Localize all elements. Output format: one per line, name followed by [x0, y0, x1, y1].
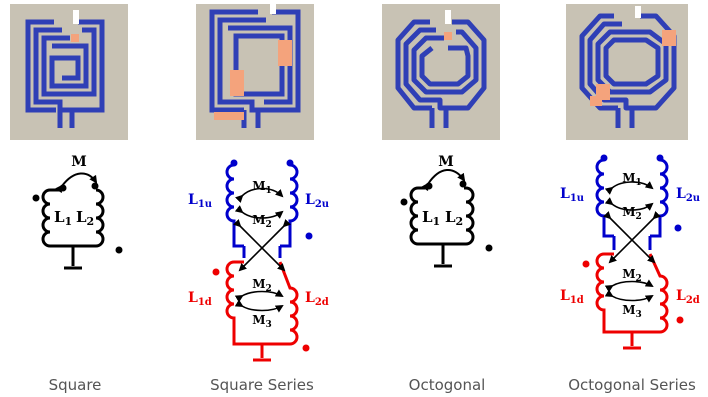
- dot-marker: [91, 182, 99, 190]
- octogonal-coil: [409, 186, 475, 246]
- octogonal-circuit: [409, 169, 475, 268]
- mutual-label: M: [71, 154, 87, 170]
- square-series-circuit: [225, 163, 299, 362]
- panel-square: M L1 L2 Square: [10, 4, 128, 394]
- label-m2-upper: M2: [252, 213, 272, 230]
- coil-lower-red: [225, 260, 299, 346]
- inductor-label-l1: L1: [422, 208, 440, 228]
- dot-marker: [59, 184, 67, 192]
- caption-square-series: Square Series: [210, 376, 314, 394]
- dot-marker: [425, 182, 433, 190]
- label-l1u: L1u: [188, 192, 212, 210]
- square-inductor-photo: [10, 4, 128, 140]
- label-m3: M3: [622, 303, 642, 320]
- dot-marker: [302, 344, 310, 352]
- square-series-inductor-photo: [196, 4, 314, 140]
- label-l1d: L1d: [560, 288, 584, 306]
- square-coil: [41, 188, 105, 248]
- octogonal-inductor-photo: [382, 4, 500, 140]
- label-m2-lower: M2: [622, 267, 642, 284]
- mutual-label: M: [438, 154, 454, 170]
- dot-marker: [485, 244, 493, 252]
- label-m3: M3: [252, 313, 272, 330]
- caption-octogonal-series: Octogonal Series: [568, 376, 696, 394]
- dot-marker: [230, 159, 238, 167]
- label-l1u: L1u: [560, 186, 584, 204]
- octogonal-series-inductor-photo: [566, 4, 688, 140]
- dot-marker: [115, 246, 123, 254]
- caption-square: Square: [49, 376, 102, 394]
- panel-octogonal: M L1 L2 Octogonal: [382, 4, 500, 394]
- dot-marker: [582, 260, 590, 268]
- inductor-label-l2: L2: [76, 208, 94, 228]
- caption-octogonal: Octogonal: [409, 376, 486, 394]
- octogonal-series-circuit: [595, 158, 669, 350]
- dot-marker: [459, 180, 467, 188]
- inductor-label-l1: L1: [54, 208, 72, 228]
- label-l1d: L1d: [188, 290, 212, 308]
- square-circuit: [41, 172, 105, 270]
- label-m2-upper: M2: [622, 205, 642, 222]
- panel-octogonal-series: L1u L2u L1d L2d M1 M2 M2 M3 Octogonal Se…: [560, 4, 700, 394]
- label-l2d: L2d: [305, 290, 329, 308]
- dot-marker: [286, 159, 294, 167]
- dot-marker: [676, 316, 684, 324]
- label-m1: M1: [622, 171, 642, 188]
- dot-marker: [400, 198, 408, 206]
- label-m2-lower: M2: [252, 277, 272, 294]
- coil-lower-red: [595, 252, 669, 334]
- label-l2d: L2d: [676, 288, 700, 306]
- dot-marker: [674, 224, 682, 232]
- dot-marker: [212, 268, 220, 276]
- panel-square-series: L1u L2u L1d L2d M1 M2 M2 M3 Square Serie…: [188, 4, 329, 394]
- dot-marker: [600, 154, 608, 162]
- coil-upper-blue: [225, 163, 299, 258]
- dot-marker: [32, 194, 40, 202]
- label-m1: M1: [252, 179, 272, 196]
- inductor-label-l2: L2: [445, 208, 463, 228]
- coil-upper-blue: [595, 158, 669, 250]
- label-l2u: L2u: [305, 192, 329, 210]
- label-l2u: L2u: [676, 186, 700, 204]
- dot-marker: [656, 154, 664, 162]
- dot-marker: [305, 232, 313, 240]
